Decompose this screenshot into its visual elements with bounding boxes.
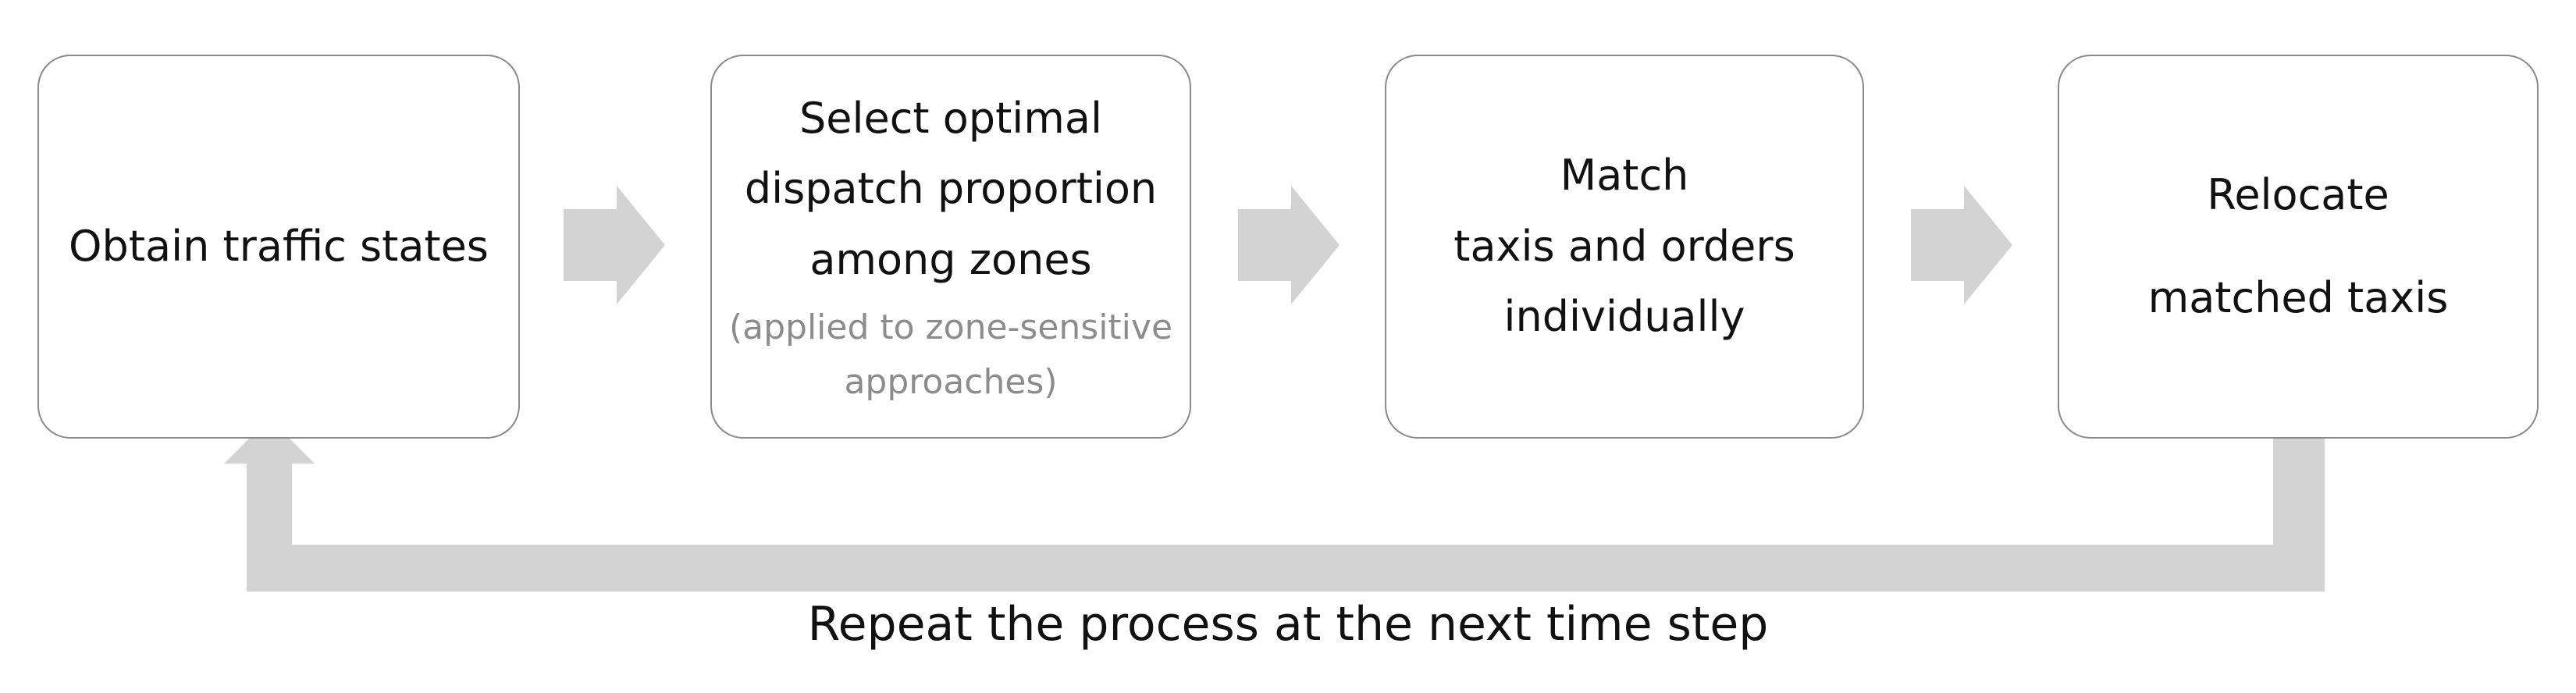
step-1-line-1: Obtain traffic states <box>69 221 489 271</box>
loop-caption: Repeat the process at the next time step <box>807 597 1769 652</box>
step-select-dispatch-proportion: Select optimal dispatch proportion among… <box>710 55 1191 439</box>
step-4-line-2: matched taxis <box>2147 273 2449 322</box>
step-match-taxis-orders: Match taxis and orders individually <box>1385 55 1864 439</box>
step-2-line-3: among zones <box>809 234 1092 284</box>
loop-back-arrow <box>224 418 2325 592</box>
step-obtain-traffic-states: Obtain traffic states <box>37 55 520 439</box>
step-4-line-1: Relocate <box>2207 169 2389 219</box>
step-3-line-1: Match <box>1560 150 1689 200</box>
step-2-note: (applied to zone-sensitive approaches) <box>729 300 1172 410</box>
forward-arrow-1 <box>564 186 665 304</box>
step-3-line-3: individually <box>1503 292 1745 342</box>
step-3-line-2: taxis and orders <box>1453 221 1795 271</box>
step-2-line-1: Select optimal <box>799 93 1102 143</box>
step-2-note-line-2: approaches) <box>844 362 1058 403</box>
forward-arrow-2 <box>1238 186 1340 304</box>
step-2-line-2: dispatch proportion <box>744 164 1158 214</box>
forward-arrow-3 <box>1911 186 2012 304</box>
step-2-note-line-1: (applied to zone-sensitive <box>728 307 1173 347</box>
step-relocate-taxis: Relocate matched taxis <box>2058 55 2539 439</box>
